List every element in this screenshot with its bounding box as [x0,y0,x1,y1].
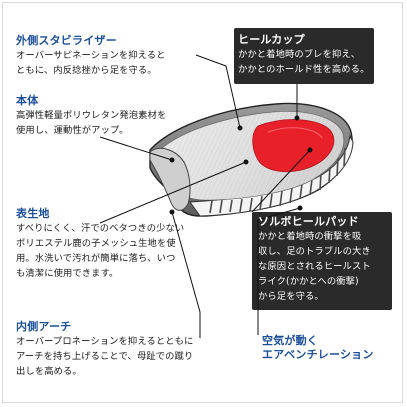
callout-inner-arch: 内側アーチ オーバープロネーションを抑えるとともに アーチを持ち上げることで、母… [16,320,193,379]
callout-heel-cup: ヒールカップ かかと着地時のブレを抑え、 かかとのホールド性を高める。 [238,33,369,77]
body-title: 本体 [16,94,39,107]
outer-stabilizer-text: オーバーサピネーションを抑えると ともに、内反捻挫から足を守る。 [16,50,166,76]
top-fabric-title: 表生地 [16,207,50,220]
sorbo-pad-title: ソルボヒールパッド [258,215,359,228]
callout-body: 本体 高弾性軽量ポリウレタン発泡素材を 使用し、運動性がアップ。 [16,94,166,138]
callout-sorbo-pad: ソルボヒールパッド かかと着地時の衝撃を吸 収し、足のトラブルの大き な原因とさ… [258,215,371,304]
leader-lines [99,54,313,338]
sorbo-pad-text: かかと着地時の衝撃を吸 収し、足のトラブルの大き な原因とされるヒールスト ライ… [258,231,371,302]
outer-stabilizer-title: 外側スタビライザー [16,34,117,47]
inner-arch-title: 内側アーチ [16,320,72,333]
callout-air-vent: 空気が動く エアベンチレーション [262,334,374,362]
top-fabric-text: すべりにくく、汗でのベタつきの少ない ポリエステル鹿の子メッシュ生地を使 用。水… [16,223,185,279]
heel-cup-panel [234,28,374,84]
inner-arch-text: オーバープロネーションを抑えるとともに アーチを持ち上げることで、母趾での蹴り … [16,336,194,377]
sorbo-heel-pad [252,119,335,173]
heel-cup-text: かかと着地時のブレを抑え、 かかとのホールド性を高める。 [238,49,370,75]
sorbo-pad-panel [252,212,392,310]
callout-top-fabric: 表生地 すべりにくく、汗でのベタつきの少ない ポリエステル鹿の子メッシュ生地を使… [16,207,184,281]
callout-outer-stabilizer: 外側スタビライザー オーバーサピネーションを抑えると ともに、内反捻挫から足を守… [16,34,166,78]
body-text: 高弾性軽量ポリウレタン発泡素材を 使用し、運動性がアップ。 [16,110,167,136]
outer-frame [2,2,403,403]
heel-cup-title: ヒールカップ [238,33,305,46]
air-vent-title: 空気が動く エアベンチレーション [262,334,374,361]
insole-front-flap [149,147,191,211]
